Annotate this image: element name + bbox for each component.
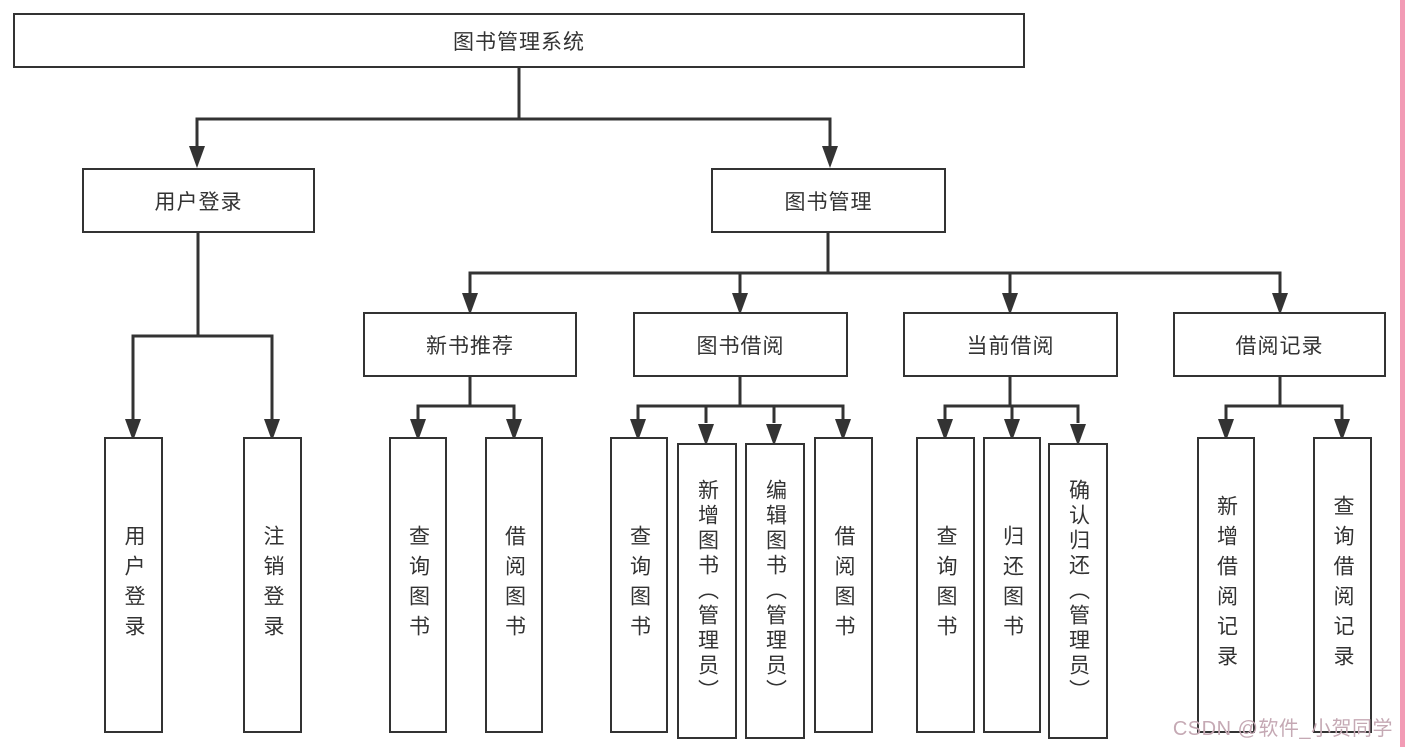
connector-currentborrow-to-leaves <box>943 377 1080 423</box>
node-label: 编辑图书（管理员） <box>763 478 787 704</box>
arrowhead-icon <box>1334 419 1350 441</box>
connector-userlogin-to-leaves <box>131 233 274 420</box>
node-label: 借阅图书 <box>832 525 855 645</box>
arrowhead-icon <box>189 146 205 168</box>
node-new-book-recommend: 新书推荐 <box>363 312 577 377</box>
arrowhead-icon <box>732 293 748 315</box>
node-label: 确认归还（管理员） <box>1066 478 1090 704</box>
connector-bookborrow-to-leaves <box>636 377 845 423</box>
leaf-borrow-edit-books-admin: 编辑图书（管理员） <box>745 443 805 739</box>
arrowhead-icon <box>1218 419 1234 441</box>
connector-paths <box>131 68 1344 423</box>
arrowhead-icon <box>1272 293 1288 315</box>
leaf-newbook-borrow-books: 借阅图书 <box>485 437 543 733</box>
node-label: 借阅图书 <box>502 525 526 645</box>
node-label: 新增借阅记录 <box>1214 495 1238 675</box>
arrowhead-icon <box>1070 424 1086 446</box>
arrowheads <box>125 146 1350 446</box>
leaf-records-add-record: 新增借阅记录 <box>1197 437 1255 733</box>
node-label: 归还图书 <box>1000 525 1024 645</box>
leaf-borrow-query-books: 查询图书 <box>610 437 668 733</box>
node-label: 用户登录 <box>154 190 243 214</box>
arrowhead-icon <box>937 419 953 441</box>
page-edge-strip <box>1400 0 1405 747</box>
node-label: 新增图书（管理员） <box>695 478 719 704</box>
arrowhead-icon <box>125 419 141 441</box>
node-root-system: 图书管理系统 <box>13 13 1025 68</box>
node-user-login: 用户登录 <box>82 168 315 233</box>
node-label: 查询借阅记录 <box>1331 495 1354 675</box>
node-book-management: 图书管理 <box>711 168 946 233</box>
arrowhead-icon <box>630 419 646 441</box>
node-current-borrow: 当前借阅 <box>903 312 1118 377</box>
arrowhead-icon <box>1002 293 1018 315</box>
connector-records-to-leaves <box>1224 377 1344 420</box>
node-label: 注销登录 <box>261 525 284 645</box>
node-label: 当前借阅 <box>966 334 1055 358</box>
node-borrow-records: 借阅记录 <box>1173 312 1386 377</box>
leaf-borrow-add-books-admin: 新增图书（管理员） <box>677 443 737 739</box>
node-label: 图书管理系统 <box>453 30 585 54</box>
arrowhead-icon <box>766 424 782 446</box>
leaf-current-confirm-return-admin: 确认归还（管理员） <box>1048 443 1108 739</box>
csdn-watermark: CSDN @软件_小贺同学 <box>1172 718 1393 740</box>
connector-bookmgmt-to-level2 <box>468 233 1282 294</box>
leaf-user-login: 用户登录 <box>104 437 163 733</box>
node-label: 查询图书 <box>934 525 957 645</box>
arrowhead-icon <box>835 419 851 441</box>
leaf-newbook-query-books: 查询图书 <box>389 437 447 733</box>
arrowhead-icon <box>822 146 838 168</box>
arrowhead-icon <box>506 419 522 441</box>
connector-root-to-level1 <box>195 68 832 147</box>
leaf-current-return-books: 归还图书 <box>983 437 1041 733</box>
connector-newbook-to-leaves <box>416 377 516 420</box>
arrowhead-icon <box>462 293 478 315</box>
node-label: 查询图书 <box>406 525 430 645</box>
node-label: 借阅记录 <box>1235 334 1324 358</box>
leaf-borrow-borrow-books: 借阅图书 <box>814 437 873 733</box>
node-label: 图书借阅 <box>696 334 785 358</box>
arrowhead-icon <box>410 419 426 441</box>
leaf-records-query-record: 查询借阅记录 <box>1313 437 1372 733</box>
arrowhead-icon <box>1004 419 1020 441</box>
node-label: 查询图书 <box>627 525 651 645</box>
leaf-logout: 注销登录 <box>243 437 302 733</box>
node-label: 用户登录 <box>122 525 145 645</box>
node-label: 新书推荐 <box>426 334 514 358</box>
node-book-borrow: 图书借阅 <box>633 312 848 377</box>
leaf-current-query-books: 查询图书 <box>916 437 975 733</box>
node-label: 图书管理 <box>784 190 873 214</box>
arrowhead-icon <box>698 424 714 446</box>
arrowhead-icon <box>264 419 280 441</box>
